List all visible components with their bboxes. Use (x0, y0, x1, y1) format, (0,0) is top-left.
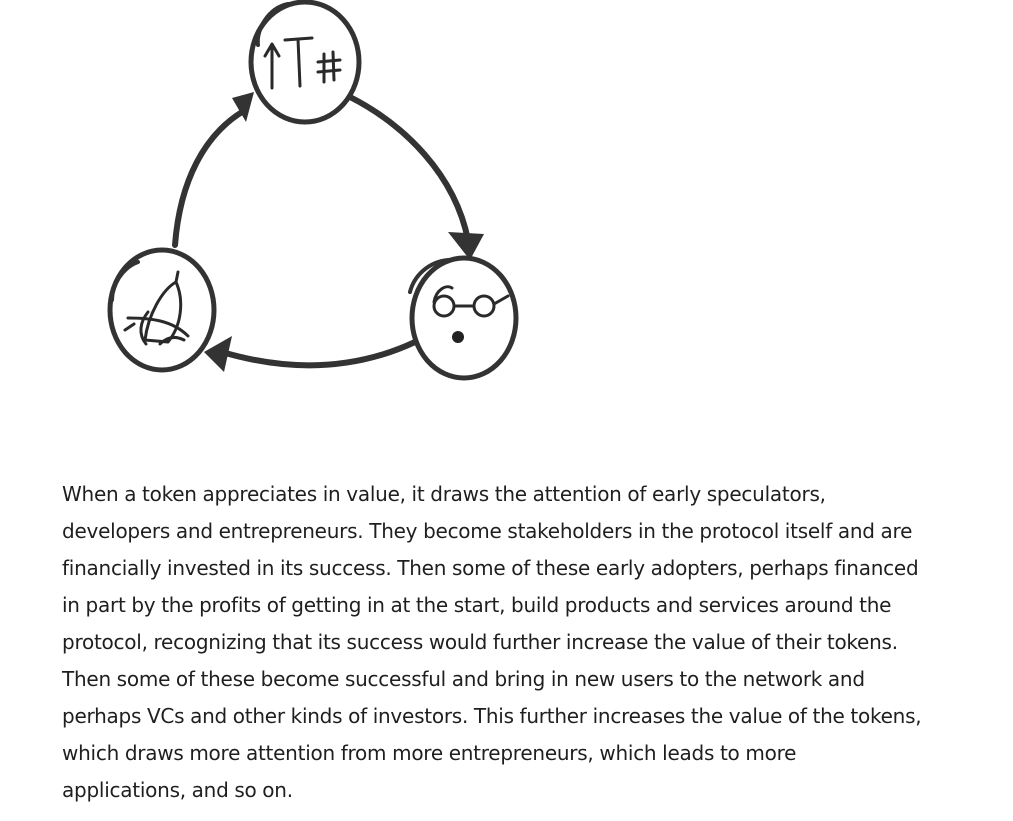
flywheel-diagram-svg (107, 0, 519, 381)
arrowhead-speculators-to-builders (204, 336, 232, 372)
node-speculators (408, 255, 519, 381)
paragraph-line: protocol, recognizing that its success w… (62, 630, 898, 654)
paragraph-line: applications, and so on. (62, 778, 293, 802)
arrowhead-token-to-speculators (448, 232, 484, 260)
paragraph-line: financially invested in its success. The… (62, 556, 919, 580)
node-builders (107, 247, 217, 373)
paragraph-line: in part by the profits of getting in at … (62, 593, 892, 617)
arrow-builders-to-token (172, 109, 245, 248)
paragraph-line: When a token appreciates in value, it dr… (62, 482, 826, 506)
paragraph-line: which draws more attention from more ent… (62, 741, 797, 765)
arrow-token-to-speculators (347, 94, 471, 243)
article-paragraph: When a token appreciates in value, it dr… (62, 476, 992, 809)
paragraph-line: perhaps VCs and other kinds of investors… (62, 704, 922, 728)
paragraph-line: Then some of these become successful and… (62, 667, 865, 691)
arrowhead-builders-to-token (232, 92, 254, 122)
paragraph-line: developers and entrepreneurs. They becom… (62, 519, 913, 543)
node-token-value (248, 0, 362, 125)
rocket-icon (123, 270, 190, 346)
up-arrow-token-dollar-icon (263, 36, 342, 90)
arrow-speculators-to-builders (219, 339, 418, 369)
flywheel-diagram (107, 0, 519, 381)
face-with-glasses-icon (432, 285, 510, 343)
